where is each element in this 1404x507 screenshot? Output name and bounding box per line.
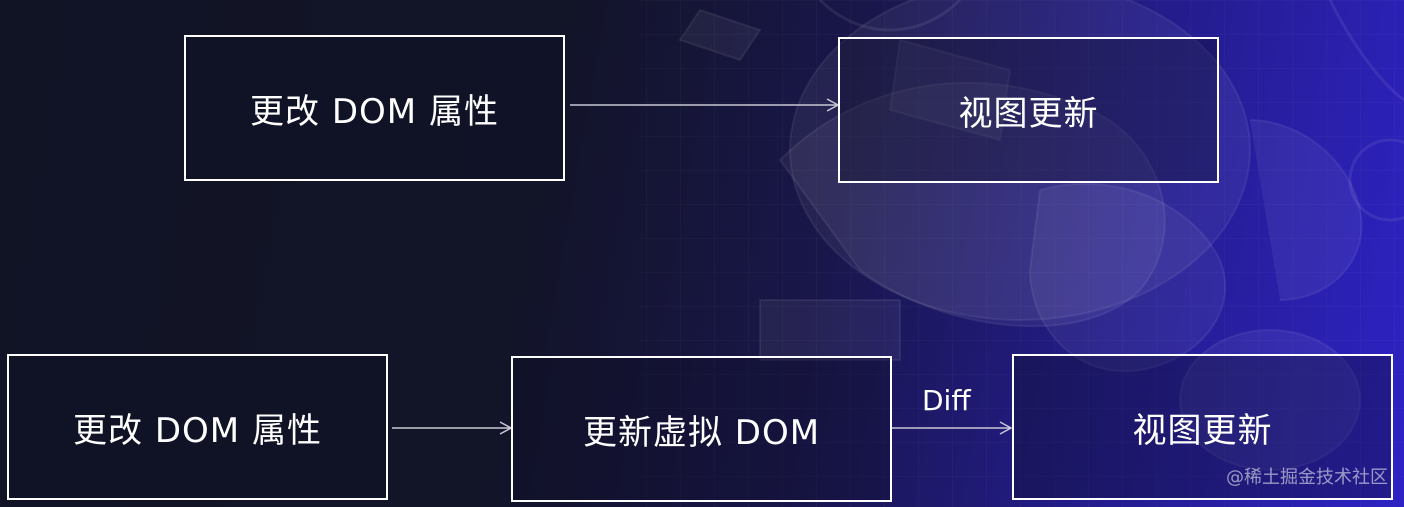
watermark: @稀土掘金技术社区 <box>1226 467 1388 488</box>
update-virtual-dom-label: 更新虚拟 DOM <box>582 412 821 453</box>
direct-view-update-box: 视图更新 <box>838 37 1219 183</box>
diff-edge-label: Diff <box>922 384 971 417</box>
direct-change-dom-label: 更改 DOM 属性 <box>250 91 499 132</box>
virtual-view-update-box: 视图更新 <box>1012 354 1393 500</box>
direct-view-update-label: 视图更新 <box>958 93 1099 134</box>
update-virtual-dom-box: 更新虚拟 DOM <box>511 356 892 502</box>
virtual-change-dom-label: 更改 DOM 属性 <box>73 410 322 451</box>
virtual-change-dom-box: 更改 DOM 属性 <box>7 354 388 500</box>
direct-change-dom-box: 更改 DOM 属性 <box>184 35 565 181</box>
virtual-view-update-label: 视图更新 <box>1132 410 1273 451</box>
